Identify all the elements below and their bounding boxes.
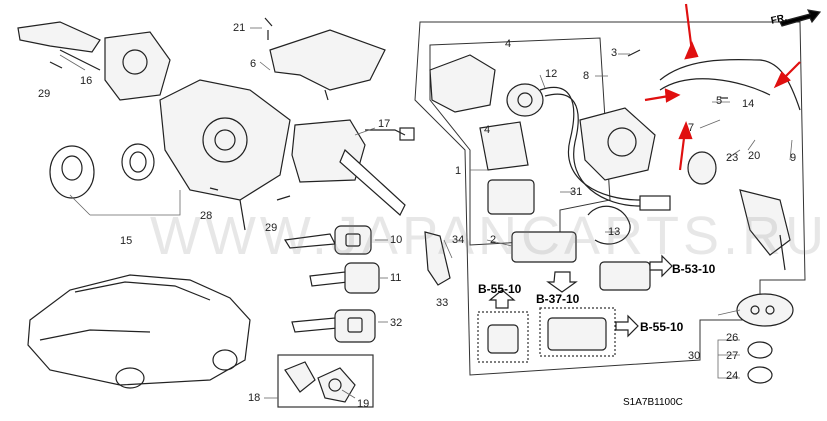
steering-housing-drawing (159, 79, 291, 231)
callout-21: 21 (233, 22, 246, 34)
ignition-lock-drawing (429, 54, 717, 215)
remote-key-drawing (736, 189, 794, 384)
box-b37 (539, 307, 616, 357)
callout-30: 30 (688, 350, 701, 362)
callout-33: 33 (436, 297, 449, 309)
combination-switch-drawing (17, 21, 171, 101)
callout-24: 24 (726, 370, 739, 382)
main-assembly-box (414, 21, 806, 376)
callout-29-mid: 29 (265, 222, 278, 234)
callout-28: 28 (200, 210, 213, 222)
clamp-drawing (587, 205, 631, 245)
callout-8: 8 (583, 70, 590, 82)
diagram-code: S1A7B1100C (623, 397, 683, 408)
leader-lines (59, 27, 793, 399)
callout-14: 14 (742, 98, 755, 110)
callout-11: 11 (390, 272, 402, 284)
callout-16: 16 (80, 75, 93, 87)
watermark: WWW.JAPANCARTS.RU (150, 206, 827, 266)
callout-18: 18 (248, 392, 261, 404)
reference-arrows (488, 254, 673, 338)
wiper-switch-drawing (291, 119, 415, 216)
box-parts-18 (277, 354, 374, 408)
callout-26: 26 (726, 332, 739, 344)
callout-15: 15 (120, 235, 133, 247)
car-drawing (27, 274, 251, 389)
callout-19: 19 (357, 398, 370, 410)
callout-9: 9 (790, 152, 797, 164)
bracket-drawing (269, 29, 386, 101)
callout-4-top: 4 (505, 38, 512, 50)
callout-20: 20 (748, 150, 761, 162)
callout-13: 13 (608, 226, 621, 238)
callout-31: 31 (570, 186, 583, 198)
key-drawings (283, 225, 380, 343)
wire-harness-drawing (539, 58, 801, 211)
callout-27: 27 (726, 350, 739, 362)
box-b55-left (477, 311, 529, 363)
part-18-19-drawing (284, 361, 356, 403)
callout-6: 6 (250, 58, 257, 70)
callout-34: 34 (452, 234, 465, 246)
direction-arrow (779, 9, 822, 27)
highlight-arrows (644, 3, 801, 171)
screw-drawings (49, 17, 728, 201)
callout-4-mid: 4 (484, 124, 491, 136)
callout-10: 10 (390, 234, 403, 246)
callout-3: 3 (611, 47, 618, 59)
callout-23: 23 (726, 152, 739, 164)
callout-7: 7 (688, 122, 695, 134)
callout-5: 5 (716, 95, 723, 107)
callout-2: 2 (490, 234, 497, 246)
callout-1: 1 (455, 165, 462, 177)
reference-b55-right[interactable]: B-55-10 (640, 320, 684, 334)
callout-17: 17 (378, 118, 391, 130)
callout-29-top: 29 (38, 88, 51, 100)
reference-b37[interactable]: B-37-10 (536, 292, 580, 306)
callout-12: 12 (545, 68, 558, 80)
part-33-drawing (424, 231, 451, 286)
lower-lock-drawings (487, 231, 651, 354)
cancel-sleeve-drawing (49, 143, 155, 199)
reference-b55-left[interactable]: B-55-10 (478, 282, 522, 296)
callout-32: 32 (390, 317, 403, 329)
reference-b53[interactable]: B-53-10 (672, 262, 716, 276)
